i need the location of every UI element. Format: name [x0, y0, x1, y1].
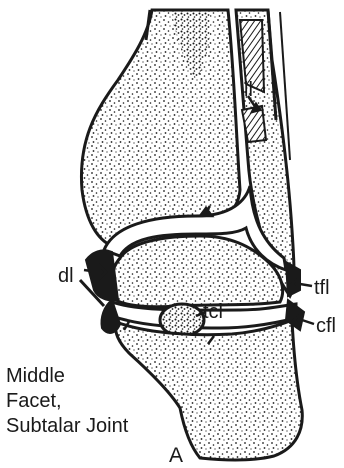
label-il: il	[244, 80, 253, 100]
panel-letter: A	[169, 445, 183, 466]
caption-line-3: Subtalar Joint	[6, 414, 128, 439]
label-dl: dl	[58, 266, 74, 286]
label-tfl: tfl	[314, 278, 330, 298]
label-cfl: cfl	[316, 316, 336, 336]
caption-line-1: Middle	[6, 364, 128, 389]
tibia	[81, 10, 240, 246]
caption: Middle Facet, Subtalar Joint	[6, 364, 128, 439]
label-tcl: tcl	[203, 302, 223, 322]
caption-line-2: Facet,	[6, 389, 128, 414]
